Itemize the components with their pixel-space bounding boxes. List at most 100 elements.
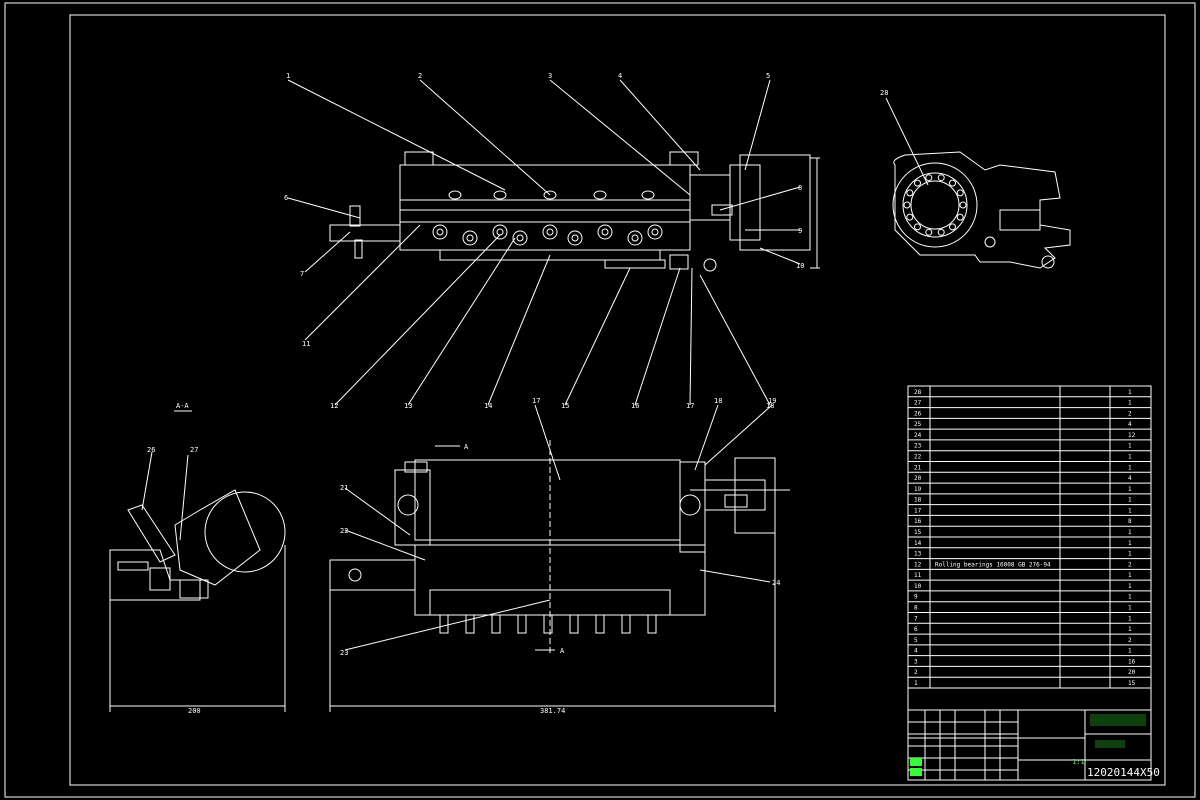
bolt-core — [516, 234, 524, 242]
pin — [491, 614, 501, 634]
bearing-ball — [914, 223, 921, 231]
screw-hole — [641, 190, 655, 200]
balloon: 21 — [340, 484, 348, 492]
bearing-ball — [903, 201, 911, 209]
bearing-ball — [906, 213, 914, 221]
pin — [569, 614, 579, 634]
bolt-head — [512, 230, 528, 246]
screw-hole — [543, 190, 557, 200]
bolt-core — [651, 228, 659, 236]
balloon: 13 — [404, 402, 412, 410]
pin — [543, 614, 553, 634]
part-number: 12 — [914, 561, 922, 568]
bolt-head — [462, 230, 478, 246]
part-number: 2 — [914, 669, 918, 676]
pin — [517, 614, 527, 634]
balloon: 1 — [286, 72, 290, 80]
bolt-head — [567, 230, 583, 246]
scale-value: 1:1 — [1072, 758, 1085, 766]
bearing-ball — [925, 228, 933, 236]
part-qty: 1 — [1128, 464, 1132, 471]
part-number: 15 — [914, 529, 922, 536]
balloon: 28 — [880, 89, 888, 97]
part-number: 4 — [914, 648, 918, 655]
part-qty: 16 — [1128, 658, 1136, 665]
part-qty: 1 — [1128, 594, 1132, 601]
part-qty: 1 — [1128, 615, 1132, 622]
balloon: 16 — [631, 402, 639, 410]
part-number: 17 — [914, 507, 922, 514]
balloon: 26 — [147, 446, 155, 454]
part-qty: 2 — [1128, 561, 1132, 568]
bearing-ball — [937, 174, 945, 182]
balloon: 17 — [686, 402, 694, 410]
part-number: 16 — [914, 518, 922, 525]
part-qty: 1 — [1128, 626, 1132, 633]
balloon: 3 — [548, 72, 552, 80]
pin — [439, 614, 449, 634]
bolt-head — [542, 224, 558, 240]
bolt-core — [496, 228, 504, 236]
title-block: 1:1 12020144X50 — [907, 687, 1160, 781]
part-number: 22 — [914, 454, 922, 461]
left-section-view: A-A 26 27 200 — [109, 402, 286, 715]
balloon: 4 — [618, 72, 622, 80]
bearing-ball — [956, 189, 964, 197]
part-number: 13 — [914, 551, 922, 558]
bolt-head — [492, 224, 508, 240]
bearing-ball — [906, 189, 914, 197]
screw-hole — [493, 190, 507, 200]
bolt-core — [546, 228, 554, 236]
drawing-number: 12020144X50 — [1087, 766, 1160, 779]
screw-hole — [448, 190, 462, 200]
balloon: 6 — [284, 194, 288, 202]
balloon: 22 — [340, 527, 348, 535]
balloon: 5 — [766, 72, 770, 80]
part-qty: 1 — [1128, 507, 1132, 514]
part-qty: 1 — [1128, 583, 1132, 590]
balloon: 10 — [796, 262, 804, 270]
bolt-head — [647, 224, 663, 240]
part-number: 3 — [914, 658, 918, 665]
bearing-ball — [949, 223, 956, 231]
part-name: Rolling bearings 16008 GB 276-94 — [935, 561, 1051, 568]
part-qty: 1 — [1128, 486, 1132, 493]
section-label: A-A — [176, 402, 189, 410]
part-number: 14 — [914, 540, 922, 547]
balloon: 24 — [772, 579, 780, 587]
bolt-core — [631, 234, 639, 242]
part-qty: 4 — [1128, 421, 1132, 428]
part-qty: 1 — [1128, 454, 1132, 461]
part-qty: 1 — [1128, 529, 1132, 536]
dimension-200: 200 — [188, 707, 201, 715]
front-section-view: A A 17 18 19 21 22 23 24 381.74 — [329, 397, 790, 715]
part-number: 24 — [914, 432, 922, 439]
part-number: 7 — [914, 615, 918, 622]
balloon: 11 — [302, 340, 310, 348]
top-view — [329, 151, 820, 272]
section-arrow: A — [464, 443, 469, 451]
part-number: 21 — [914, 464, 922, 471]
part-qty: 1 — [1128, 540, 1132, 547]
part-qty: 1 — [1128, 389, 1132, 396]
pin — [621, 614, 631, 634]
balloon: 9 — [798, 227, 802, 235]
balloon: 14 — [484, 402, 492, 410]
part-qty: 15 — [1128, 680, 1136, 687]
part-qty: 1 — [1128, 497, 1132, 504]
part-qty: 1 — [1128, 400, 1132, 407]
bearing-ball — [949, 179, 956, 187]
bolt-core — [436, 228, 444, 236]
balloon: 17 — [532, 397, 540, 405]
pin — [465, 614, 475, 634]
balloon: 7 — [300, 270, 304, 278]
bolt-core — [601, 228, 609, 236]
balloon: 18 — [714, 397, 722, 405]
pin — [647, 614, 657, 634]
bolt-head — [597, 224, 613, 240]
part-qty: 8 — [1128, 518, 1132, 525]
part-number: 23 — [914, 443, 922, 450]
part-qty: 1 — [1128, 605, 1132, 612]
